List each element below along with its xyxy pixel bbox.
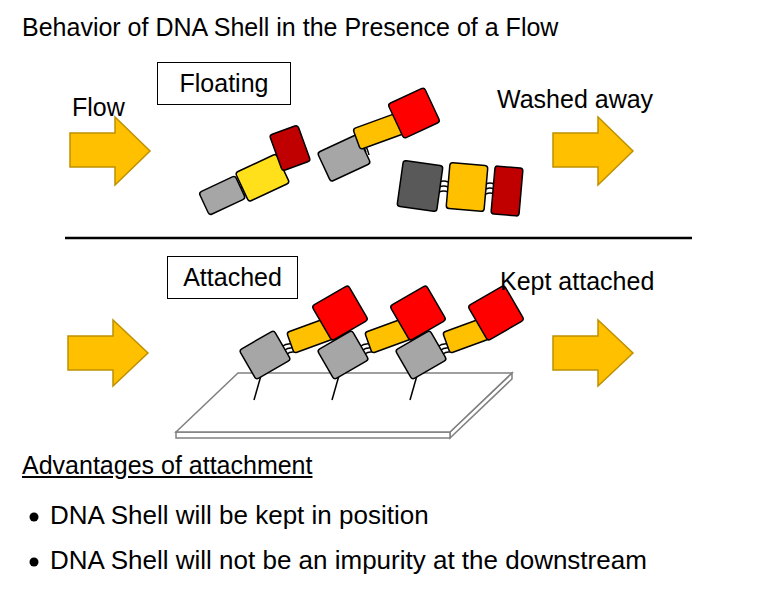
flow-arrow bbox=[68, 320, 148, 386]
shape-part bbox=[317, 330, 369, 379]
flow-arrows bbox=[68, 117, 633, 386]
shape-part bbox=[390, 285, 446, 341]
shape-part bbox=[239, 330, 291, 379]
separator-line bbox=[65, 237, 692, 240]
flow-arrow bbox=[70, 117, 150, 185]
dna-block-red bbox=[388, 87, 440, 138]
bullet-text: DNA Shell will be kept in position bbox=[50, 500, 429, 531]
attached-unit bbox=[317, 285, 446, 400]
dna-block-red bbox=[491, 166, 523, 216]
state-box: Attached bbox=[167, 256, 298, 299]
state-box: Floating bbox=[157, 62, 291, 105]
attached-unit bbox=[395, 285, 524, 400]
dna-block-gray bbox=[397, 160, 443, 211]
bullet-dot bbox=[30, 513, 39, 522]
outcome-label: Washed away bbox=[497, 84, 653, 114]
outcome-label: Kept attached bbox=[500, 266, 654, 296]
flow-arrow bbox=[553, 320, 633, 386]
box-label: Attached bbox=[183, 264, 282, 292]
diagram-title: Behavior of DNA Shell in the Presence of… bbox=[22, 12, 558, 42]
section-heading: Advantages of attachment bbox=[22, 450, 312, 480]
plate-top bbox=[176, 373, 512, 432]
bullet-text: DNA Shell will not be an impurity at the… bbox=[50, 545, 647, 576]
bullet-dot bbox=[30, 558, 39, 567]
shape-part bbox=[395, 330, 447, 379]
dna-block-red bbox=[269, 125, 310, 171]
attached-dna-shells bbox=[239, 285, 524, 400]
floating-dna-shells bbox=[199, 87, 523, 216]
dna-block-yellow bbox=[446, 162, 488, 211]
flow-arrow bbox=[553, 117, 633, 185]
flow-label: Flow bbox=[72, 92, 125, 122]
box-label: Floating bbox=[180, 70, 269, 98]
substrate-plate bbox=[176, 373, 512, 438]
attached-unit bbox=[239, 285, 368, 400]
shape-part bbox=[312, 285, 368, 341]
plate-front bbox=[176, 432, 450, 438]
